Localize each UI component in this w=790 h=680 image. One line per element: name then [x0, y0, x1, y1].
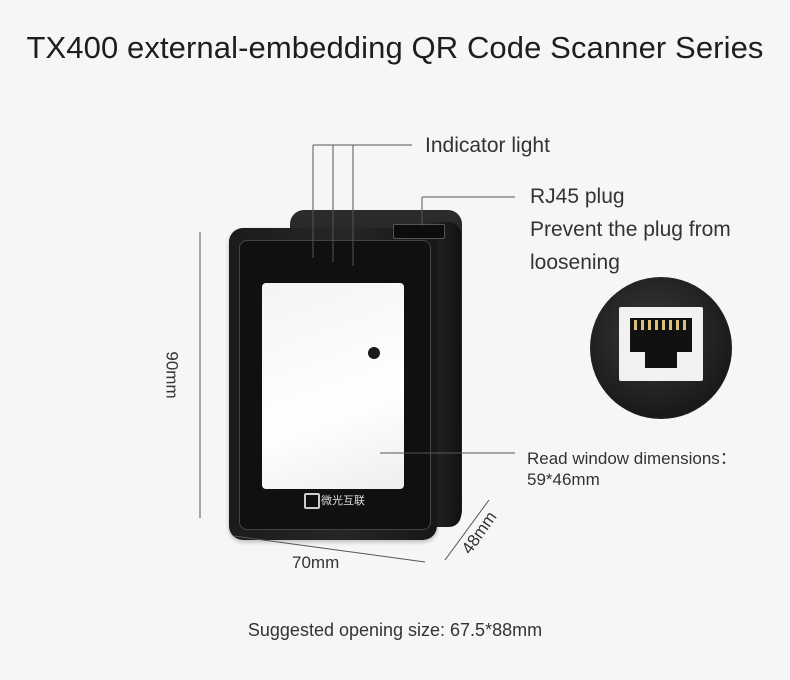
height-dimension: 90mm: [162, 351, 182, 399]
rj45-label-line3: loosening: [530, 251, 620, 274]
opening-size-note: Suggested opening size: 67.5*88mm: [247, 620, 543, 640]
indicator-light-label: Indicator light: [425, 134, 550, 157]
qr-logo-icon: [304, 493, 320, 509]
rj45-jack-notch: [645, 350, 677, 368]
read-window-size: 59*46mm: [527, 470, 600, 489]
device-logo-text: 微光互联: [321, 495, 365, 507]
width-dimension: 70mm: [292, 553, 340, 572]
read-window: [262, 283, 404, 489]
rj45-label-line2: Prevent the plug from: [530, 218, 731, 241]
rj45-port: [393, 224, 445, 239]
rj45-pins: [634, 320, 688, 330]
rj45-label: RJ45 plug: [530, 185, 625, 208]
page-title: TX400 external-embedding QR Code Scanner…: [26, 30, 764, 65]
camera-dot: [368, 347, 380, 359]
read-window-label: Read window dimensions：: [527, 449, 737, 468]
